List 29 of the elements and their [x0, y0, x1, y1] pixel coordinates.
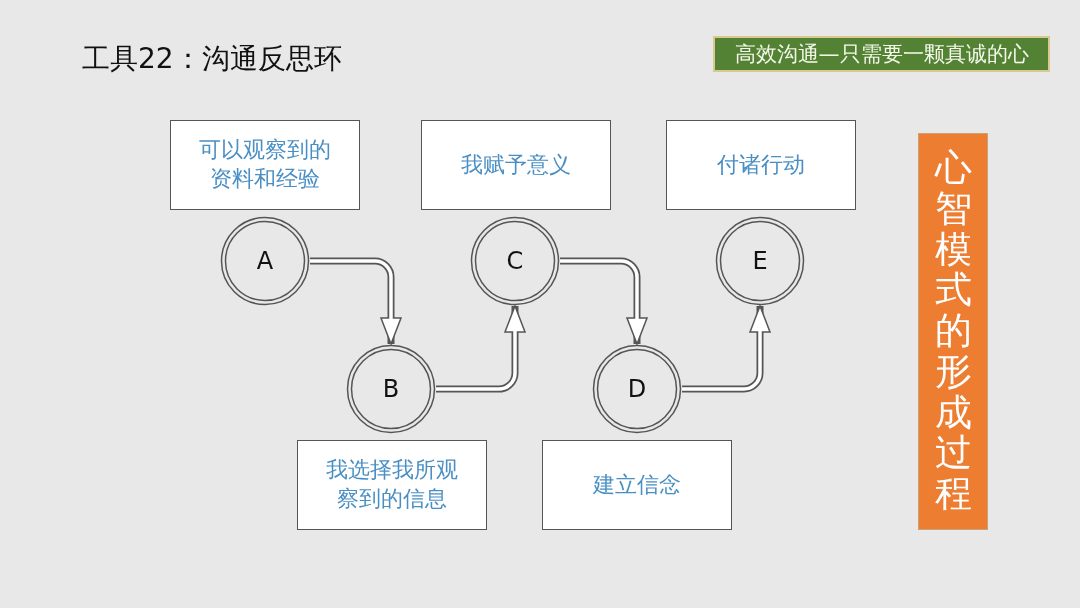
- label-text: 我赋予意义: [461, 150, 571, 179]
- step-circle: [592, 344, 682, 434]
- text-box: [421, 120, 611, 210]
- arrow: [560, 257, 648, 345]
- arrow: [682, 305, 771, 393]
- banner: [713, 36, 1050, 72]
- label-text: 我选择我所观察到的信息: [325, 456, 459, 513]
- text-box: [170, 120, 360, 210]
- arrow: [436, 305, 526, 393]
- label-text: 高效沟通—只需要一颗真诚的心: [734, 41, 1029, 68]
- step-circle: [346, 344, 436, 434]
- step-letter: B: [382, 375, 400, 403]
- text-box: [297, 440, 487, 530]
- label-text: 付诸行动: [717, 150, 805, 179]
- step-circle: [220, 216, 310, 306]
- step-circle: [715, 216, 805, 306]
- label-text: 可以观察到的资料和经验: [198, 136, 332, 193]
- label-text: 心智模式的形成过程: [934, 148, 972, 515]
- slide-title: 工具22：沟通反思环: [82, 41, 342, 77]
- vertical-label-box: [918, 133, 988, 530]
- step-letter: E: [752, 247, 768, 275]
- text-box: [542, 440, 732, 530]
- step-letter: D: [627, 375, 647, 403]
- label-text: 建立信念: [593, 470, 681, 499]
- step-letter: C: [506, 247, 524, 275]
- text-box: [666, 120, 856, 210]
- arrow: [310, 257, 402, 345]
- step-letter: A: [256, 247, 274, 275]
- step-circle: [470, 216, 560, 306]
